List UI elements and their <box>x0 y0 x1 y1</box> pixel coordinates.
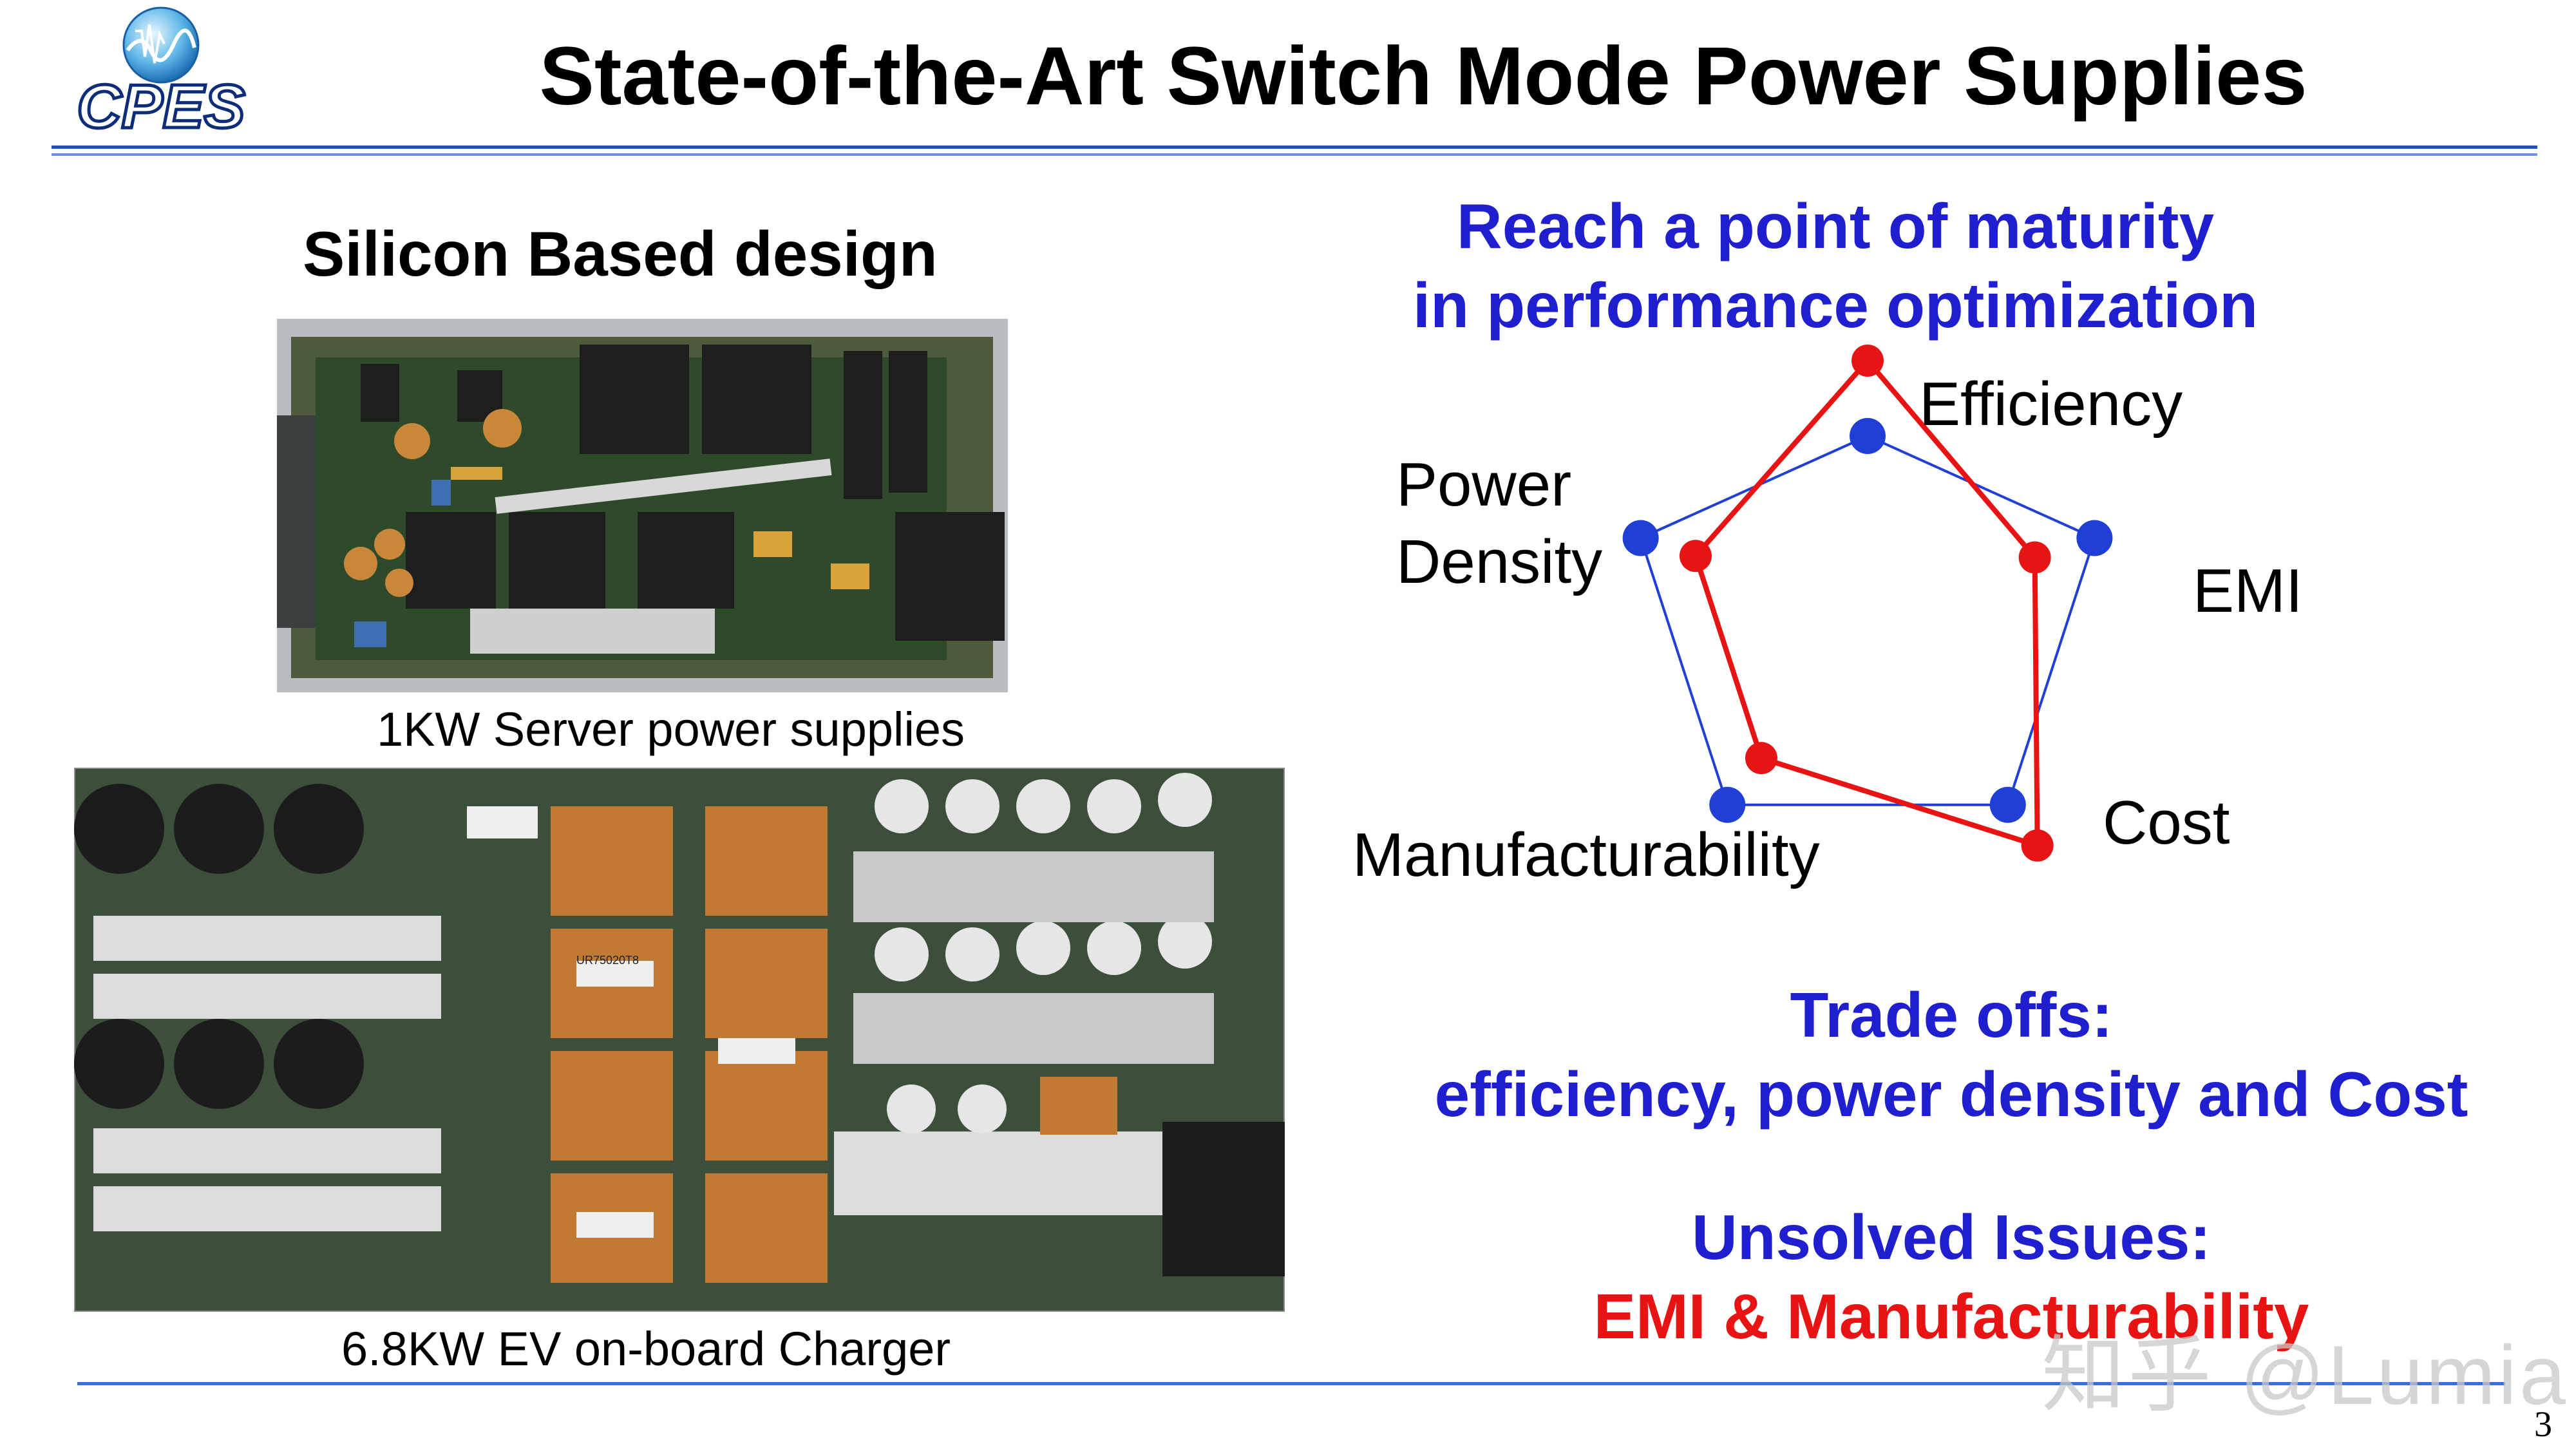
axis-label-efficiency: Efficiency <box>1919 370 2183 439</box>
maturity-line2: in performance optimization <box>1412 269 2259 341</box>
tradeoffs-heading: Trade offs: efficiency, power density an… <box>1404 976 2499 1133</box>
radar-point-red-emi <box>2018 541 2051 574</box>
radar-point-blue-manufacturability <box>1709 786 1746 823</box>
maturity-heading: Reach a point of maturity in performance… <box>1352 187 2318 345</box>
radar-chart-svg: Efficiency EMI Cost Manufacturability Po… <box>1352 345 2303 889</box>
server-power-supply-pcb-photo <box>277 319 1008 692</box>
radar-series-red-outline <box>1692 356 2040 849</box>
radar-series-blue-outline <box>1639 434 2096 806</box>
axis-label-cost: Cost <box>2103 788 2230 857</box>
axis-label-power: Power <box>1396 450 1571 519</box>
logo-text: CPES <box>77 72 245 140</box>
unsolved-heading: Unsolved Issues: EMI & Manufacturability <box>1404 1198 2499 1356</box>
tradeoffs-line2: efficiency, power density and Cost <box>1434 1058 2468 1130</box>
maturity-line1: Reach a point of maturity <box>1456 191 2215 261</box>
tradeoffs-line1: Trade offs: <box>1790 980 2113 1050</box>
title-rule <box>52 146 2537 149</box>
radar-point-blue-efficiency <box>1850 418 1886 454</box>
photo1-caption: 1KW Server power supplies <box>377 703 965 756</box>
radar-point-red-cost <box>2021 829 2054 862</box>
title-rule-secondary <box>52 153 2537 156</box>
radar-point-blue-power-density <box>1622 520 1659 556</box>
unsolved-line2: EMI & Manufacturability <box>1593 1280 2309 1352</box>
radar-point-red-efficiency <box>1852 345 1884 377</box>
radar-point-blue-cost <box>1989 786 2026 823</box>
silicon-design-heading: Silicon Based design <box>303 218 938 289</box>
radar-point-blue-emi <box>2076 520 2113 556</box>
page-number: 3 <box>2534 1405 2552 1444</box>
server-power-supply-photo <box>277 319 1008 692</box>
unsolved-line1: Unsolved Issues: <box>1691 1202 2211 1273</box>
radar-chart: Efficiency EMI Cost Manufacturability Po… <box>1320 335 2351 914</box>
photo2-caption: 6.8KW EV on-board Charger <box>341 1322 951 1376</box>
watermark: 知乎 @Lumia <box>2041 1328 2569 1422</box>
axis-label-emi: EMI <box>2193 556 2303 625</box>
radar-point-red-manufacturability <box>1745 742 1777 775</box>
cpes-logo: CPES <box>45 5 277 143</box>
axis-label-manufacturability: Manufacturability <box>1352 820 1820 889</box>
part-marking: UR75020T8 <box>576 954 639 967</box>
footer-rule <box>77 1382 2505 1385</box>
slide-title: State-of-the-Art Switch Mode Power Suppl… <box>539 30 2307 122</box>
radar-point-red-power-density <box>1679 540 1712 573</box>
axis-label-density: Density <box>1396 527 1602 596</box>
ev-charger-photo: UR75020T8 <box>73 766 1286 1313</box>
ev-charger-pcb-photo: UR75020T8 <box>73 766 1286 1313</box>
